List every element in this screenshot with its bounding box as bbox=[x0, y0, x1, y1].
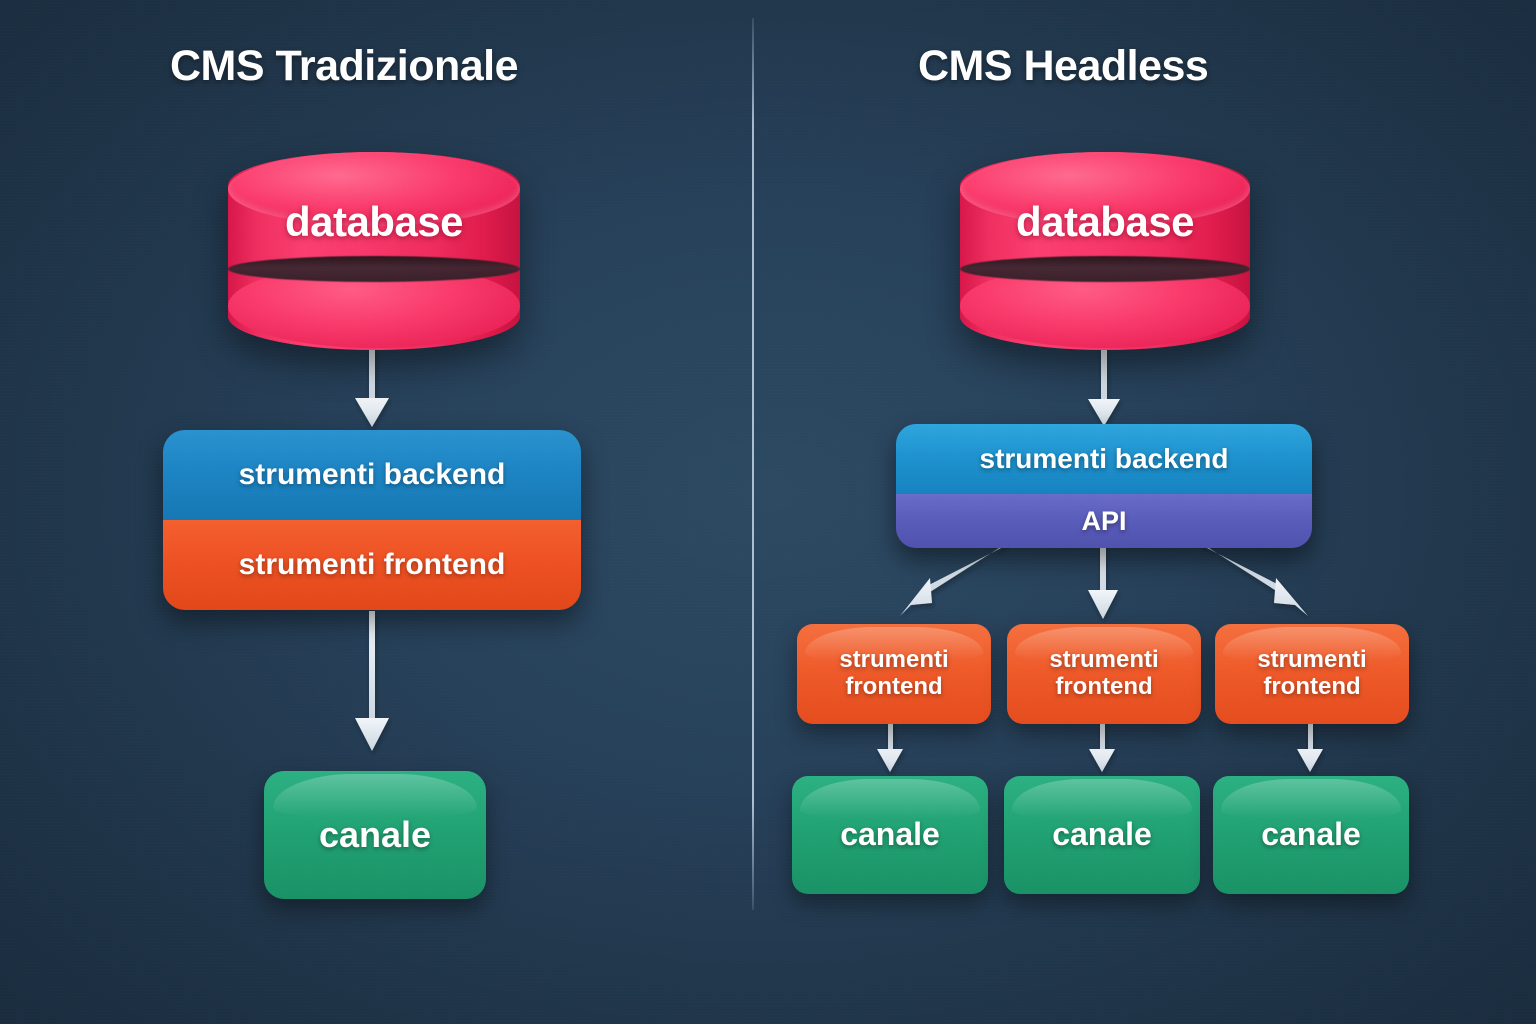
cylinder-band bbox=[960, 256, 1250, 282]
database-cylinder-left: database bbox=[228, 152, 520, 350]
frontend-tools-box-right-2[interactable]: strumenti frontend bbox=[1007, 624, 1201, 724]
frontend-tools-box-right-1[interactable]: strumenti frontend bbox=[797, 624, 991, 724]
backend-tools-label-right: strumenti backend bbox=[979, 443, 1229, 474]
backend-tools-label-left: strumenti backend bbox=[238, 458, 506, 491]
database-label-right: database bbox=[1015, 198, 1195, 245]
channel-label-right-1: canale bbox=[840, 816, 940, 853]
arrow-right-api-to-frontend-2 bbox=[1088, 546, 1118, 619]
channel-box-right-2[interactable]: canale bbox=[1004, 776, 1200, 894]
frontend-line1: strumenti bbox=[1049, 646, 1159, 674]
frontend-tools-label-right-2: strumenti frontend bbox=[1049, 646, 1159, 701]
cylinder-top-face bbox=[228, 152, 520, 226]
channel-label-left: canale bbox=[318, 813, 432, 855]
channel-label-right-2: canale bbox=[1052, 816, 1152, 853]
channel-label-right-3: canale bbox=[1261, 816, 1361, 853]
arrow-right-api-to-frontend-1 bbox=[900, 541, 1010, 616]
arrow-left-db-to-backend bbox=[355, 338, 389, 427]
panel-title-traditional: CMS Tradizionale bbox=[170, 42, 519, 90]
frontend-tools-box-left[interactable]: strumenti frontend bbox=[163, 520, 581, 610]
channel-box-left[interactable]: canale bbox=[264, 771, 486, 899]
channel-box-right-3[interactable]: canale bbox=[1213, 776, 1409, 894]
frontend-line1: strumenti bbox=[1257, 646, 1367, 674]
database-cylinder-right: database bbox=[960, 152, 1250, 350]
arrow-right-api-to-frontend-3 bbox=[1198, 541, 1308, 616]
frontend-line2: frontend bbox=[1263, 673, 1361, 700]
database-label-left: database bbox=[284, 198, 464, 245]
frontend-line2: frontend bbox=[845, 673, 943, 700]
frontend-tools-label-left: strumenti frontend bbox=[238, 548, 506, 581]
arrow-left-frontend-to-canale bbox=[355, 611, 389, 751]
backend-api-stack-right[interactable]: strumenti backend API bbox=[896, 424, 1312, 548]
api-box-right[interactable]: API bbox=[896, 494, 1312, 548]
backend-frontend-stack-left[interactable]: strumenti backend strumenti frontend bbox=[163, 430, 581, 610]
arrow-right-db-to-backend bbox=[1088, 340, 1120, 426]
arrow-right-frontend-1-to-canale-1 bbox=[877, 721, 903, 772]
panel-divider bbox=[752, 18, 754, 910]
arrow-right-frontend-3-to-canale-3 bbox=[1297, 721, 1323, 772]
frontend-tools-label-right-3: strumenti frontend bbox=[1257, 646, 1367, 701]
frontend-line1: strumenti bbox=[839, 646, 949, 674]
arrow-right-frontend-2-to-canale-2 bbox=[1089, 721, 1115, 772]
backend-tools-box-right[interactable]: strumenti backend bbox=[896, 424, 1312, 494]
cylinder-top-face bbox=[960, 152, 1250, 226]
api-label-right: API bbox=[1081, 505, 1127, 536]
frontend-line2: frontend bbox=[1055, 673, 1153, 700]
frontend-tools-label-right-1: strumenti frontend bbox=[839, 646, 949, 701]
channel-box-right-1[interactable]: canale bbox=[792, 776, 988, 894]
cylinder-band bbox=[228, 256, 520, 282]
panel-title-headless: CMS Headless bbox=[918, 42, 1209, 90]
backend-tools-box-left[interactable]: strumenti backend bbox=[163, 430, 581, 520]
frontend-tools-box-right-3[interactable]: strumenti frontend bbox=[1215, 624, 1409, 724]
